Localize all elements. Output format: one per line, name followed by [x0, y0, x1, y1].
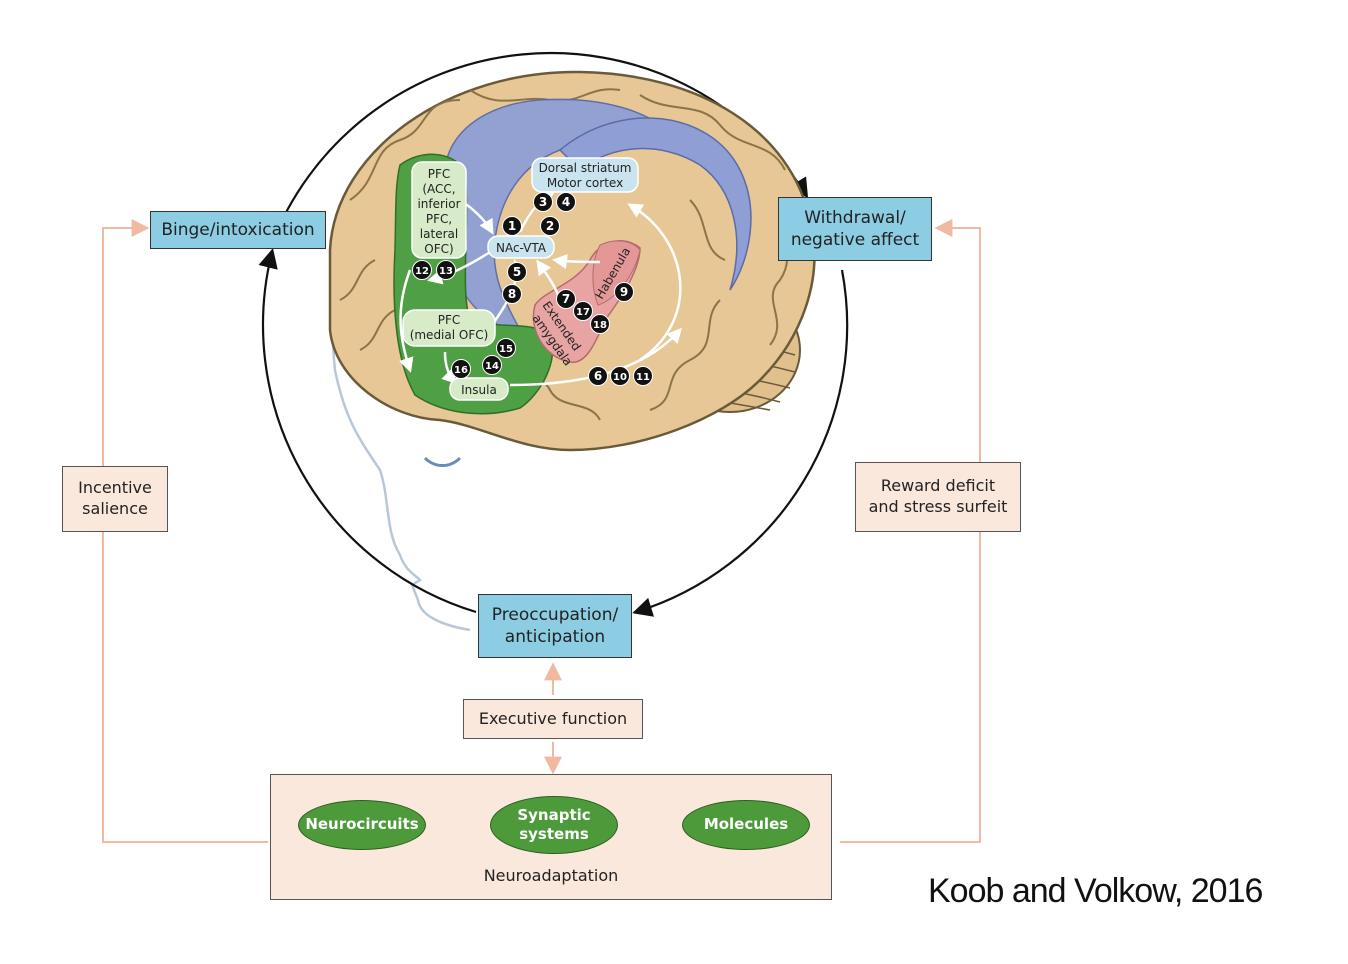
incentive-label: salience	[82, 499, 148, 518]
synaptic-label: Synaptic	[517, 806, 591, 825]
neurocircuits-label: Neurocircuits	[305, 815, 419, 834]
pfc-top-line: (ACC,	[422, 182, 455, 196]
eye-mark	[423, 456, 462, 467]
pfc-top-line: PFC	[428, 167, 451, 181]
synaptic-label: systems	[519, 825, 589, 843]
marker-4-circle	[556, 192, 576, 212]
marker-5-circle	[507, 262, 527, 282]
motor-cortex-label: Motor cortex	[547, 176, 623, 190]
insula-label: Insula	[461, 383, 497, 397]
marker-14-label: 14	[485, 361, 499, 372]
marker-3-circle	[533, 192, 553, 212]
marker-2-label: 2	[546, 219, 554, 233]
executive-function-box: Executive function	[463, 699, 643, 739]
marker-6-circle	[588, 366, 608, 386]
reward-label: Reward deficit	[880, 476, 996, 496]
pfc-top-line: OFC)	[424, 242, 453, 256]
marker-12-label: 12	[415, 266, 429, 277]
preoccupation-label: anticipation	[504, 627, 606, 647]
binge-label: Binge/intoxication	[161, 219, 315, 240]
pfc-top-line: PFC,	[426, 212, 452, 226]
marker-1-circle	[502, 216, 522, 236]
marker-7-circle	[556, 289, 576, 309]
marker-15-circle	[496, 338, 516, 358]
pfc-top-line: inferior	[417, 197, 460, 211]
marker-18-label: 18	[593, 320, 607, 331]
marker-15-label: 15	[499, 344, 513, 355]
neurocircuits-oval: Neurocircuits	[298, 800, 426, 850]
nac-vta-label: NAc-VTA	[496, 241, 547, 255]
insula-box	[449, 377, 509, 401]
marker-9-circle	[614, 282, 634, 302]
incentive-salience-box: Incentive salience	[62, 466, 168, 532]
pfc-medial-line: (medial OFC)	[410, 328, 489, 342]
marker-11-circle	[633, 366, 653, 386]
marker-14-circle	[482, 355, 502, 375]
reward-feedback-line	[840, 219, 981, 843]
synaptic-systems-oval: Synaptic systems	[490, 796, 618, 854]
executive-label: Executive function	[478, 708, 628, 728]
pfc-medial-line: PFC	[438, 313, 461, 327]
marker-7-label: 7	[562, 292, 570, 306]
reward-deficit-box: Reward deficit and stress surfeit	[855, 462, 1021, 532]
marker-2-circle	[540, 216, 560, 236]
brain	[328, 70, 816, 452]
marker-5-label: 5	[513, 265, 521, 279]
withdrawal-label: Withdrawal/	[804, 207, 906, 228]
molecules-label: Molecules	[703, 815, 789, 834]
marker-10-label: 10	[613, 372, 627, 383]
feedback-lines	[102, 219, 981, 843]
dorsal-striatum-box	[531, 157, 639, 193]
cycle-arc-left	[258, 248, 477, 614]
neuroadaptation-label: Neuroadaptation	[483, 866, 619, 886]
marker-16-circle	[451, 359, 471, 379]
pathway-loop-right	[627, 203, 682, 362]
marker-17-label: 17	[576, 307, 590, 318]
marker-16-label: 16	[454, 365, 468, 376]
withdrawal-box: Withdrawal/ negative affect	[778, 197, 932, 261]
pathway-nac-to-pfc	[427, 250, 491, 285]
reward-label: and stress surfeit	[868, 497, 1008, 516]
preoccupation-label: Preoccupation/	[491, 604, 619, 625]
binge-intoxication-box: Binge/intoxication	[150, 211, 326, 249]
marker-8-circle	[502, 284, 522, 304]
dorsal-striatum-label: Dorsal striatum	[539, 161, 632, 175]
marker-6-label: 6	[594, 369, 602, 383]
marker-10-circle	[610, 366, 630, 386]
marker-13-circle	[436, 260, 456, 280]
pfc-medial-box	[402, 309, 496, 347]
marker-17-circle	[573, 301, 593, 321]
pathway-pfc-loop-left	[399, 269, 414, 373]
marker-9-label: 9	[620, 285, 628, 299]
marker-13-label: 13	[439, 266, 453, 277]
marker-18-circle	[590, 314, 610, 334]
incentive-feedback-line	[102, 219, 268, 843]
marker-3-label: 3	[539, 195, 547, 209]
marker-11-label: 11	[636, 372, 650, 383]
citation: Koob and Volkow, 2016	[928, 872, 1263, 910]
molecules-oval: Molecules	[682, 800, 810, 850]
marker-1-label: 1	[508, 219, 516, 233]
nac-vta-box	[487, 235, 555, 259]
marker-4-label: 4	[562, 195, 570, 209]
cycle-arc-right	[632, 269, 849, 617]
pfc-top-box	[411, 161, 467, 259]
pfc-top-line: lateral	[420, 227, 458, 241]
pathway-habenula-to-nac	[552, 254, 601, 270]
incentive-label: Incentive	[78, 478, 152, 498]
marker-12-circle	[412, 260, 432, 280]
marker-8-label: 8	[508, 287, 516, 301]
preoccupation-box: Preoccupation/ anticipation	[478, 594, 632, 658]
withdrawal-label: negative affect	[790, 230, 920, 250]
